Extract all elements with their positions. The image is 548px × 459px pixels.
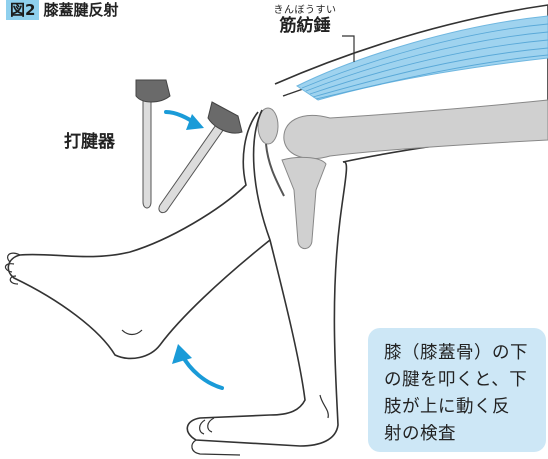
patellar-tendon <box>266 144 284 196</box>
muscle-label-leader <box>342 36 354 62</box>
figure-title: 膝蓋腱反射 <box>43 1 118 19</box>
back-toes <box>192 418 240 455</box>
tibia-bone <box>282 157 326 248</box>
reflex-hammer-raised <box>136 80 170 208</box>
muscle-spindle-label: きんぼうすい 筋紡錘 <box>268 5 342 36</box>
figure-number: 図2 <box>6 0 39 20</box>
back-lower-leg <box>187 110 346 446</box>
front-ankle-mark <box>122 330 142 335</box>
reflex-hammer-striking <box>159 102 242 213</box>
callout-line-2: の腱を叩くと、下 <box>384 367 538 394</box>
leg-kick-arrow <box>172 344 222 388</box>
callout-line-1: 膝（膝蓋骨）の下 <box>384 340 538 367</box>
reflex-hammer-label: 打腱器 <box>64 127 115 152</box>
callout-line-3: 肢が上に動く反 <box>384 394 538 421</box>
back-ankle-line <box>320 395 328 418</box>
callout-line-4: 射の検査 <box>384 421 538 448</box>
hammer-motion-arrow <box>166 112 204 130</box>
femur-bone <box>284 100 548 159</box>
muscle-spindle-reading: きんぼうすい <box>268 5 342 16</box>
explanation-callout: 膝（膝蓋骨）の下 の腱を叩くと、下 肢が上に動く反 射の検査 <box>368 328 546 452</box>
front-lower-leg <box>8 112 270 358</box>
muscle-spindle-term: 筋紡錘 <box>268 16 342 36</box>
